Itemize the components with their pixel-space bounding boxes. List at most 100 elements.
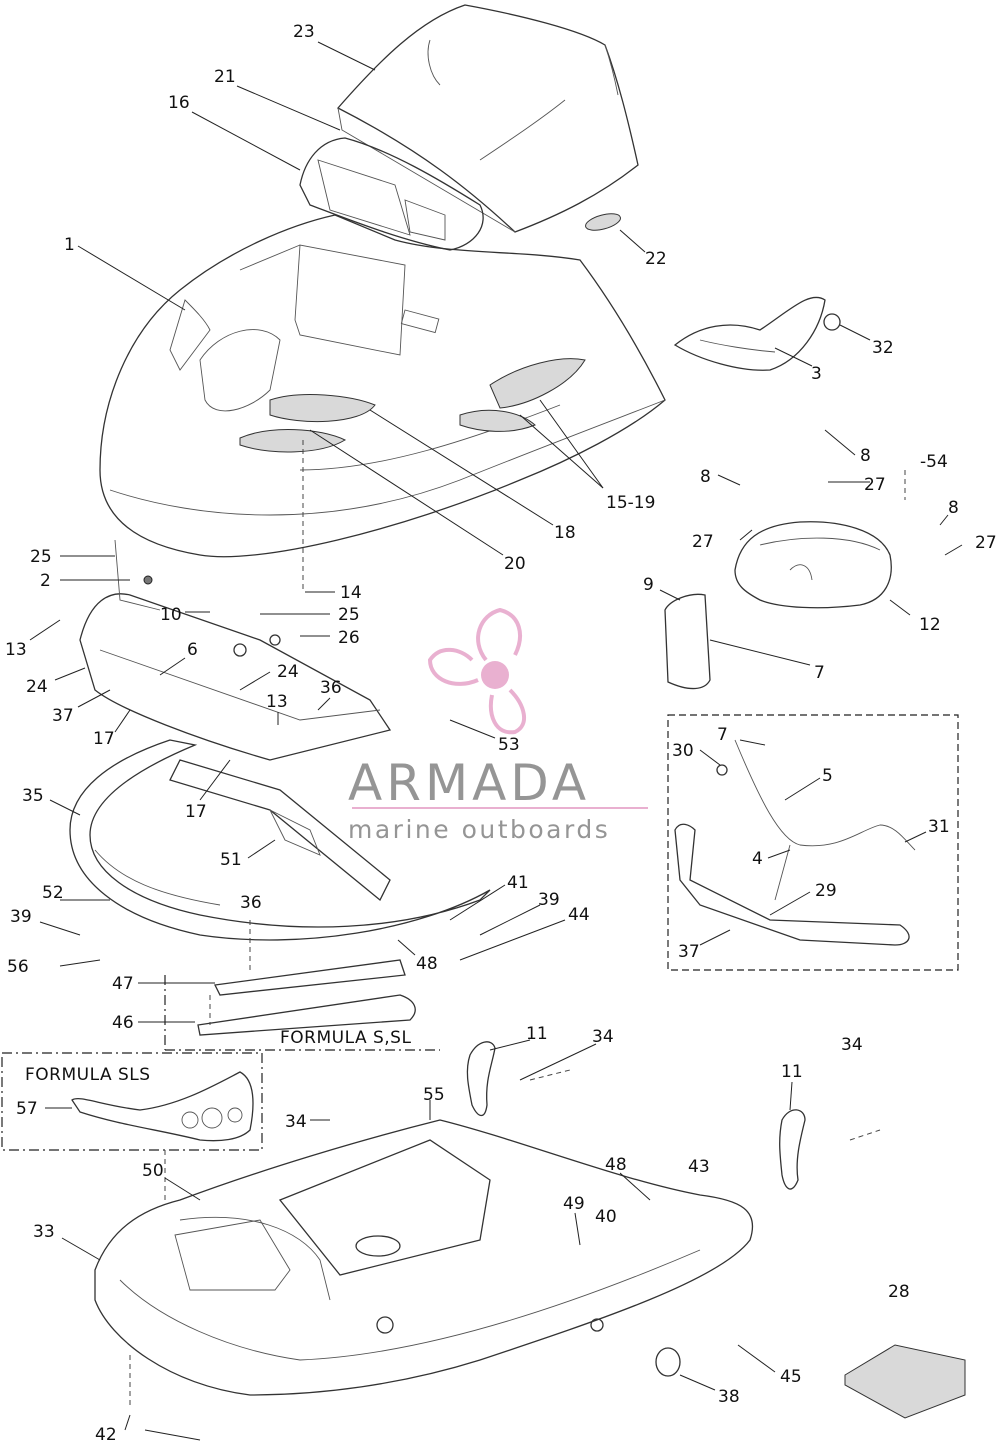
callout-label: 45 [780, 1367, 802, 1387]
callout-label: 8 [948, 498, 959, 518]
callout-label: 39 [538, 890, 560, 910]
instrument-housing-part [299, 137, 484, 251]
callout-label: 30 [672, 741, 694, 761]
callout-label: 3 [811, 364, 822, 384]
callout-label: 26 [338, 628, 360, 648]
callout-label: 36 [320, 678, 342, 698]
propeller-hub-icon [481, 661, 509, 689]
formula-sls-label: FORMULA SLS [25, 1065, 151, 1085]
callout-label: 17 [93, 729, 115, 749]
callout-label: 29 [815, 881, 837, 901]
callout-labels: 23 21 16 22 1 32 3 15-19 18 20 8 -54 27 … [5, 22, 997, 1445]
skid-plate-part [197, 959, 416, 1036]
callout-label: 51 [220, 850, 242, 870]
brand-tagline: marine outboards [348, 815, 610, 844]
callout-label: 9 [643, 575, 654, 595]
belly-pan-part [94, 1119, 754, 1396]
callout-label: 34 [285, 1112, 307, 1132]
callout-label: 44 [568, 905, 590, 925]
callout-label: 5 [822, 766, 833, 786]
callout-label: 12 [919, 615, 941, 635]
callout-label: 35 [22, 786, 44, 806]
callout-label: 25 [338, 605, 360, 625]
propeller-icon [427, 607, 526, 735]
callout-label: 2 [40, 571, 51, 591]
callout-label: 13 [266, 692, 288, 712]
callout-label: 11 [526, 1024, 548, 1044]
console-part [734, 521, 892, 609]
plug-part [655, 1347, 681, 1377]
emblem-part [585, 213, 621, 231]
armada-logo: ARMADA marine outboards [348, 607, 648, 844]
brand-name: ARMADA [348, 754, 590, 812]
callout-label: 16 [168, 93, 190, 113]
bracket-part-right [779, 1109, 806, 1190]
callout-label: 43 [688, 1157, 710, 1177]
callout-label: 11 [781, 1062, 803, 1082]
side-panel-part [673, 296, 826, 371]
callout-label: 57 [16, 1099, 38, 1119]
callout-label: 18 [554, 523, 576, 543]
callout-label: 36 [240, 893, 262, 913]
callout-label: 52 [42, 883, 64, 903]
callout-label: 14 [340, 583, 362, 603]
callout-label: 33 [33, 1222, 55, 1242]
callout-label: 37 [52, 706, 74, 726]
callout-label: 23 [293, 22, 315, 42]
windshield-part [336, 4, 639, 233]
callout-label: 6 [187, 640, 198, 660]
inset-cable-box [667, 714, 959, 971]
callout-label: 47 [112, 974, 134, 994]
callout-label: 17 [185, 802, 207, 822]
callout-label: 34 [592, 1027, 614, 1047]
callout-label: 27 [692, 532, 714, 552]
callout-label: 20 [504, 554, 526, 574]
callout-label: 50 [142, 1161, 164, 1181]
callout-label: 56 [7, 957, 29, 977]
hood-part [99, 214, 666, 558]
callout-label: 48 [605, 1155, 627, 1175]
callout-label: 15-19 [606, 493, 655, 513]
callout-label: 31 [928, 817, 950, 837]
callout-label: 25 [30, 547, 52, 567]
callout-label: 27 [975, 533, 997, 553]
callout-label: 46 [112, 1013, 134, 1033]
callout-label: 7 [814, 663, 825, 683]
callout-label: 32 [872, 338, 894, 358]
callout-label: 49 [563, 1194, 585, 1214]
callout-label: 10 [160, 605, 182, 625]
formula-sls-inset [1, 1052, 263, 1151]
callout-label: 13 [5, 640, 27, 660]
callout-label: 8 [860, 446, 871, 466]
callout-label: 4 [752, 849, 763, 869]
callout-label: 37 [678, 942, 700, 962]
callout-label: 8 [700, 467, 711, 487]
callout-label: 27 [864, 475, 886, 495]
callout-label: 24 [26, 677, 48, 697]
callout-label: 21 [214, 67, 236, 87]
formula-s-sl-label: FORMULA S,SL [280, 1028, 411, 1048]
bumper-frame-part [69, 739, 491, 941]
callout-label: 7 [717, 725, 728, 745]
callout-label: -54 [920, 452, 948, 472]
callout-label: 39 [10, 907, 32, 927]
callout-label: 48 [416, 954, 438, 974]
callout-label: 55 [423, 1085, 445, 1105]
callout-label: 53 [498, 735, 520, 755]
callout-label: 38 [718, 1387, 740, 1407]
callout-label: 41 [507, 873, 529, 893]
callout-label: 40 [595, 1207, 617, 1227]
callout-label: 42 [95, 1425, 117, 1445]
bumper-bracket-part [79, 539, 392, 761]
decal-part [844, 1344, 966, 1419]
callout-label: 34 [841, 1035, 863, 1055]
callout-label: 24 [277, 662, 299, 682]
callout-label: 28 [888, 1282, 910, 1302]
callout-label: 1 [64, 235, 75, 255]
panel-part [664, 593, 711, 690]
leader-lines [29, 41, 963, 1441]
callout-label: 22 [645, 249, 667, 269]
grommet-part [823, 313, 841, 331]
bracket-part-left [466, 1041, 496, 1117]
